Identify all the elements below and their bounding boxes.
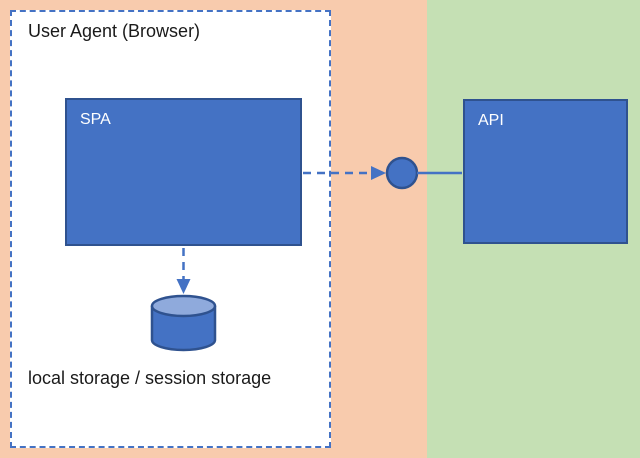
spa-node-label: SPA: [80, 111, 111, 128]
api-node-label: API: [478, 112, 504, 129]
storage-caption: local storage / session storage: [28, 368, 272, 388]
spa-node: SPA: [65, 98, 302, 246]
browser-frame-label: User Agent (Browser): [28, 21, 201, 41]
api-node: API: [463, 99, 628, 244]
